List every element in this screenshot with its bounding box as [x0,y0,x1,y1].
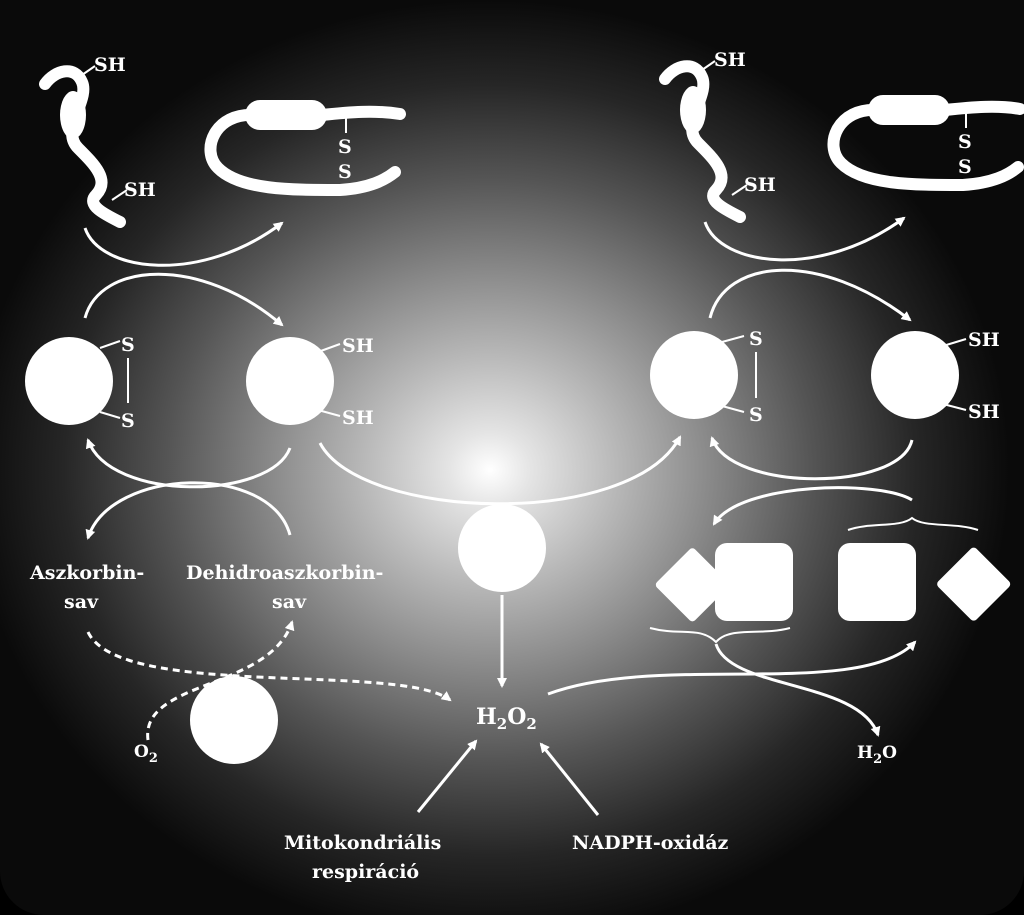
brace [650,628,790,642]
reduction-arrow [705,218,904,260]
hydrogen-peroxide-label: H2O2 [476,704,537,733]
ascorbic-acid-label-line1: Aszkorbin- [29,562,144,584]
thiol-label: SH [342,335,374,357]
peroxide-reduction-arrow [548,642,915,694]
brace [848,518,978,530]
water-label: H2O [857,743,897,767]
oxidized-glutathione-pair [838,543,1012,622]
oxidation-arrow [710,270,910,320]
oxidase-enzyme [190,676,278,764]
ascorbic-acid-label-line2: sav [64,591,99,613]
reduced-enzyme-right: SH SH [871,329,1000,423]
central-enzyme [458,504,546,592]
water-production-arrow [716,644,878,735]
thiol-label: SH [124,179,156,201]
thiol-label: SH [744,174,776,196]
dehydroascorbic-label-line1: Dehidroaszkorbin- [186,562,383,584]
thiol-label: SH [714,49,746,71]
oxidized-enzyme-left: S S [25,334,135,432]
ascorbate-oxidation-arrow [88,483,290,538]
sulfur-label: S [338,136,352,158]
reduced-protein-left: SH SH [45,54,156,222]
sulfur-label: S [958,156,972,178]
sulfur-label: S [338,161,352,183]
nadph-oxidase-source-arrow [541,744,598,815]
mitochondrial-source-arrow [418,741,476,812]
dehydroascorbic-label-line2: sav [272,591,307,613]
reduced-enzyme-left: SH SH [246,335,374,429]
central-reduction-arrow [320,437,680,504]
mitochondrial-respiration-label-line2: respiráció [312,861,419,883]
thiol-label: SH [94,54,126,76]
thiol-label: SH [968,401,1000,423]
sulfur-label: S [749,328,763,350]
glutathione-reduction-arrow [712,438,912,479]
reduced-protein-right: SH SH [665,49,776,217]
thiol-label: SH [968,329,1000,351]
glutathione-oxidation-arrow [714,488,912,524]
sulfur-label: S [749,404,763,426]
reduction-arrow [85,223,282,265]
reduced-glutathione-pair [654,543,793,623]
sulfur-label: S [121,334,135,356]
oxidized-protein-left: S S [210,100,400,190]
nadph-oxidase-label: NADPH-oxidáz [572,832,729,854]
mitochondrial-respiration-label-line1: Mitokondriális [284,832,441,854]
oxidation-arrow [85,274,282,325]
oxidized-protein-right: S S [833,95,1020,185]
oxidized-enzyme-right: S S [650,328,763,426]
thiol-label: SH [342,407,374,429]
ascorbate-oxidation-dashed-arrow [88,632,450,700]
sulfur-label: S [958,131,972,153]
oxygen-label: O2 [134,742,158,766]
ascorbate-reduction-arrow [88,440,290,487]
sulfur-label: S [121,410,135,432]
